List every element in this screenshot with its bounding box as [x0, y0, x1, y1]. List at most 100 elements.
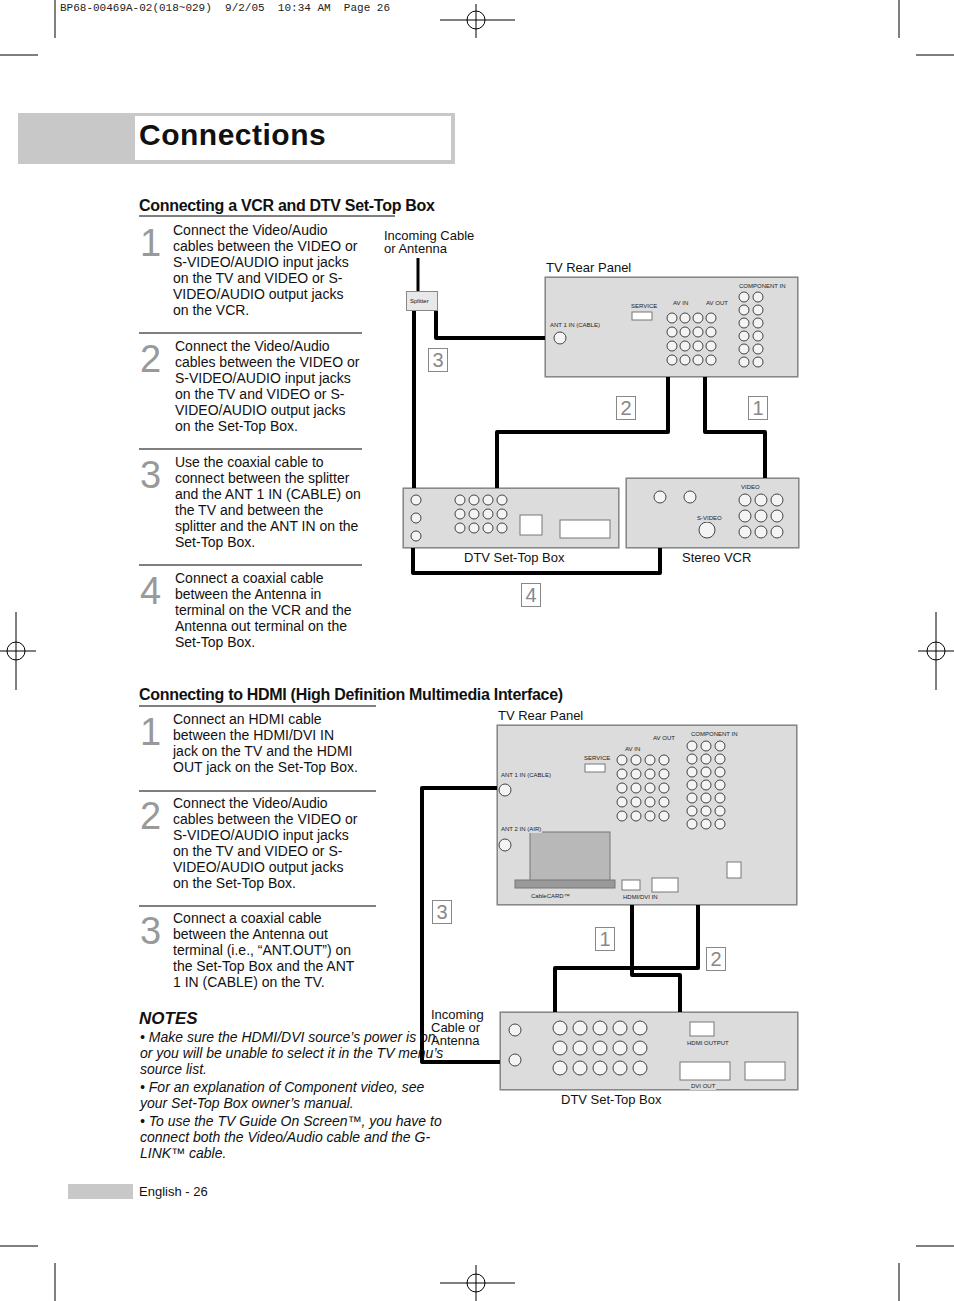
jack	[645, 755, 655, 765]
jack	[739, 318, 749, 328]
jack	[411, 495, 421, 505]
step-text: Connect an HDMI cable between the HDMI/D…	[173, 711, 361, 775]
jack	[680, 341, 690, 351]
jack	[715, 767, 725, 777]
notes-heading: NOTES	[139, 1009, 198, 1029]
jack	[755, 526, 767, 538]
page-number: English - 26	[139, 1184, 208, 1199]
jack	[497, 523, 507, 533]
jack	[680, 355, 690, 365]
jack	[645, 811, 655, 821]
device-panel: DTV Set-Top Box	[500, 1012, 798, 1090]
jack-label: ANT 1 IN (CABLE)	[549, 322, 601, 329]
jack	[715, 754, 725, 764]
jack	[771, 510, 783, 522]
step-text: Connect a coaxial cable between the Ante…	[175, 570, 363, 650]
jack-label: COMPONENT IN	[738, 283, 787, 290]
jack	[553, 1041, 567, 1055]
jack	[654, 491, 666, 503]
callout-number: 3	[428, 348, 448, 372]
jack	[701, 780, 711, 790]
jack	[659, 783, 669, 793]
step-number: 2	[140, 797, 161, 835]
jack	[715, 806, 725, 816]
jack	[715, 793, 725, 803]
step-text: Connect the Video/Audio cables between t…	[175, 338, 363, 434]
step-number: 1	[140, 224, 161, 262]
jack	[706, 313, 716, 323]
jack-label: HDMI/DVI IN	[622, 894, 659, 901]
jack	[701, 806, 711, 816]
jack	[631, 769, 641, 779]
jack	[680, 313, 690, 323]
device-panel: TV Rear Panel	[497, 725, 797, 905]
rules	[139, 216, 395, 906]
cable-connector	[412, 311, 416, 488]
jack	[667, 327, 677, 337]
jack	[593, 1041, 607, 1055]
jack	[617, 769, 627, 779]
jack	[469, 523, 479, 533]
jack	[455, 523, 465, 533]
jack-label: DVI OUT	[690, 1083, 716, 1090]
jack	[771, 494, 783, 506]
device-panel: DTV Set-Top Box	[403, 488, 619, 548]
jack	[554, 332, 566, 344]
step-text: Use the coaxial cable to connect between…	[175, 454, 363, 550]
jack	[687, 767, 697, 777]
banner-inner	[135, 116, 451, 160]
jack	[693, 327, 703, 337]
jack	[573, 1041, 587, 1055]
callout-number: 2	[706, 947, 726, 971]
jack	[645, 797, 655, 807]
jack	[687, 780, 697, 790]
step-text: Connect the Video/Audio cables between t…	[173, 222, 361, 318]
panel-label: DTV Set-Top Box	[464, 550, 564, 565]
jack-label: S-VIDEO	[696, 515, 723, 522]
panel-label: TV Rear Panel	[498, 708, 583, 723]
jack	[753, 292, 763, 302]
step-number: 2	[140, 340, 161, 378]
jack	[753, 318, 763, 328]
jack	[684, 491, 696, 503]
jack	[753, 305, 763, 315]
step-number: 3	[140, 912, 161, 950]
jack	[739, 494, 751, 506]
jack	[701, 767, 711, 777]
jack	[755, 494, 767, 506]
callout-number: 4	[521, 583, 541, 607]
jack-label: ANT 2 IN (AIR)	[500, 826, 542, 833]
jack	[553, 1021, 567, 1035]
jack	[659, 811, 669, 821]
cable-connector	[632, 905, 680, 1012]
jack	[701, 819, 711, 829]
jack-label: VIDEO	[740, 484, 761, 491]
jack	[617, 783, 627, 793]
cable-connector	[436, 311, 545, 338]
jack	[687, 754, 697, 764]
step-number: 3	[140, 456, 161, 494]
jack-label: AV OUT	[652, 735, 676, 742]
step-number: 4	[140, 572, 161, 610]
note-text: • To use the TV Guide On Screen™, you ha…	[140, 1113, 445, 1161]
step-number: 1	[140, 713, 161, 751]
panel-label: DTV Set-Top Box	[561, 1092, 661, 1107]
footer-bar	[68, 1184, 133, 1199]
jack	[633, 1021, 647, 1035]
jack	[469, 495, 479, 505]
jack-label: AV IN	[672, 300, 689, 307]
jack	[701, 793, 711, 803]
cable-connector	[413, 548, 660, 573]
jack	[553, 1061, 567, 1075]
jack	[687, 793, 697, 803]
jack	[631, 783, 641, 793]
jack	[739, 305, 749, 315]
jack	[739, 510, 751, 522]
panel-label: TV Rear Panel	[546, 260, 631, 275]
banner	[18, 113, 455, 164]
jack	[706, 341, 716, 351]
jack	[667, 355, 677, 365]
jack	[706, 327, 716, 337]
jack	[755, 510, 767, 522]
device-panels	[403, 277, 799, 1090]
